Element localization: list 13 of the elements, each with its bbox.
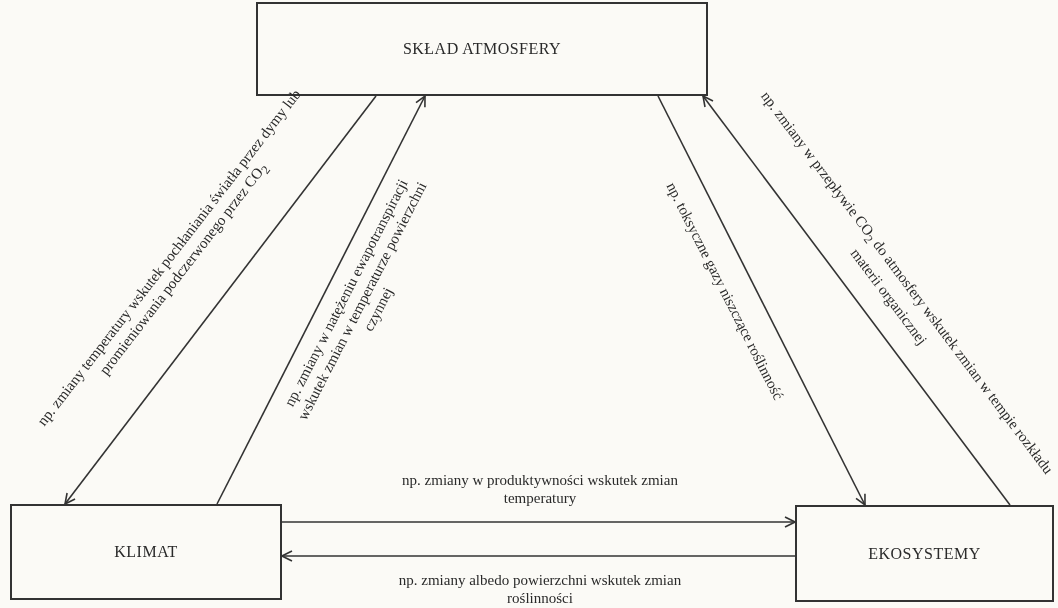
edge-label: np. zmiany albedo powierzchni wskutek zmian roślinności [397, 571, 683, 607]
box-title: KLIMAT [114, 543, 178, 561]
arrow [657, 95, 866, 506]
edge-label: np. zmiany w produktywności wskutek zmian temperatury [401, 471, 679, 507]
box-title: EKOSYSTEMY [868, 544, 981, 563]
concept-box [10, 504, 282, 600]
arrow [216, 95, 426, 505]
concept-box [795, 505, 1054, 602]
arrow [64, 95, 377, 505]
box-title: SKŁAD ATMOSFERY [402, 40, 562, 58]
arrow [281, 516, 796, 528]
arrow [702, 95, 1011, 506]
arrow [281, 550, 796, 562]
